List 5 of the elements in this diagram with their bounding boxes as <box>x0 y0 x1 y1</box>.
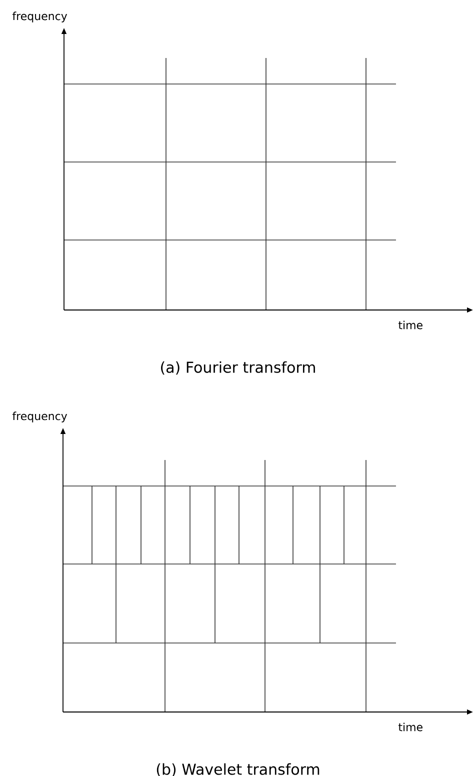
axis-label: time <box>398 320 422 330</box>
caption: (a) Fourier transform <box>161 361 315 375</box>
axis-label: time <box>398 722 422 732</box>
axis-label: frequency <box>12 412 68 422</box>
axis-label: frequency <box>12 12 68 22</box>
